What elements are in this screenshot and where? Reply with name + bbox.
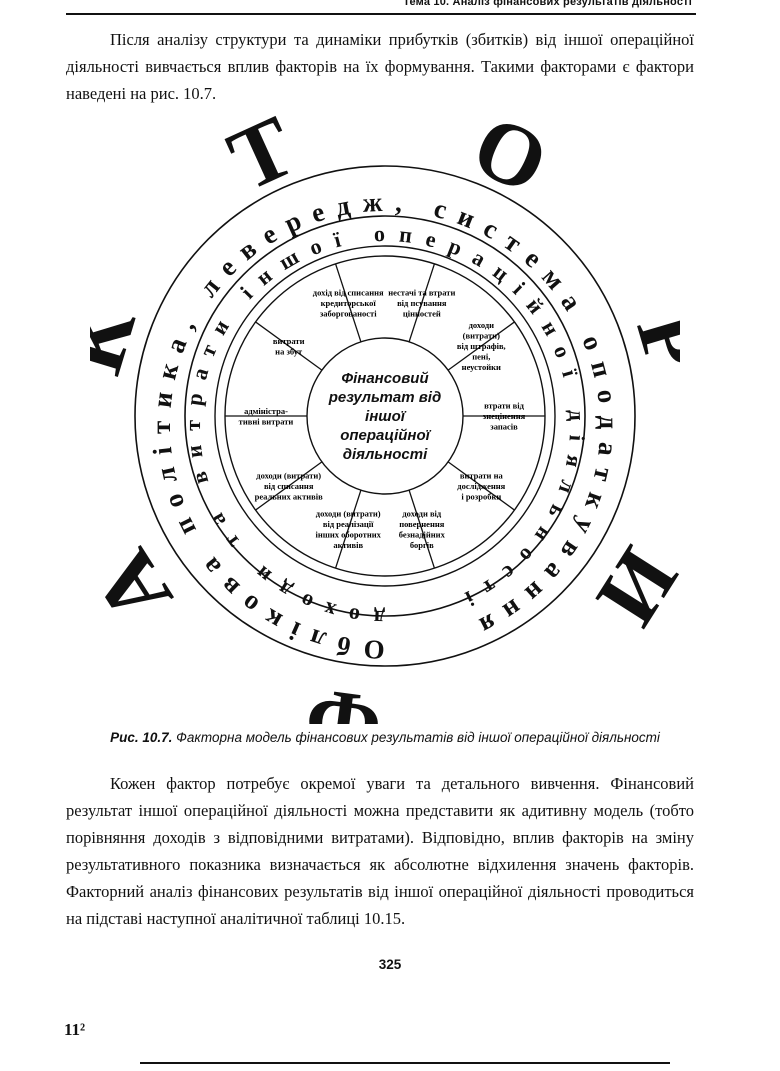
middle-circle — [184, 215, 586, 617]
outer-circle — [134, 165, 636, 667]
sector-divider — [255, 461, 323, 511]
caption-text: Факторна модель фінансових результатів в… — [176, 730, 660, 745]
bottom-rule — [140, 1062, 670, 1064]
running-header-text: Тема 10. Аналіз фінансових результатів д… — [403, 0, 692, 8]
running-header: Тема 10. Аналіз фінансових результатів д… — [66, 0, 696, 15]
caption-number: Рис. 10.7. — [110, 730, 173, 745]
sector-divider — [408, 489, 436, 569]
margin-note: 11² — [64, 1020, 86, 1039]
page-number: 325 — [378, 957, 402, 972]
sector-divider — [408, 263, 436, 343]
factor-cell-text: адміністра-тивні витрати — [239, 406, 294, 427]
sector-divider — [334, 263, 362, 343]
figure-caption: Рис. 10.7. Факторна модель фінансових ре… — [90, 729, 680, 746]
sector-divider — [255, 321, 323, 371]
sector-divider — [447, 321, 515, 371]
body-paragraph: Кожен фактор потребує окремої уваги та д… — [66, 774, 694, 928]
sector-divider — [447, 461, 515, 511]
sector-dividers — [225, 263, 545, 569]
factor-cell-text: доходи(витрати)від штрафів,пені,неустойк… — [457, 320, 506, 372]
intro-paragraph: Після аналізу структури та динаміки приб… — [66, 30, 694, 103]
inner-ring-outer — [214, 245, 556, 587]
sector-divider — [334, 489, 362, 569]
